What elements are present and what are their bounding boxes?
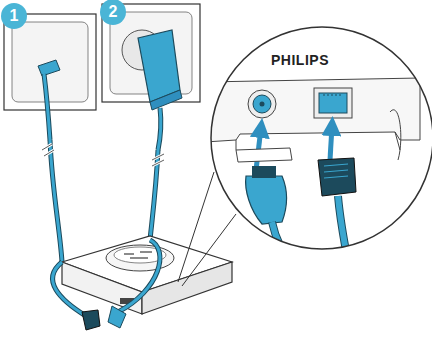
callout-circles xyxy=(1,0,126,29)
callout-number: 2 xyxy=(109,4,118,20)
callout-number: 1 xyxy=(10,8,19,24)
brand-label: PHILIPS xyxy=(271,53,329,67)
base-station xyxy=(53,236,232,330)
magnified-detail xyxy=(205,27,432,262)
phone-wall-plate xyxy=(4,14,96,140)
power-wall-plate xyxy=(102,4,200,150)
